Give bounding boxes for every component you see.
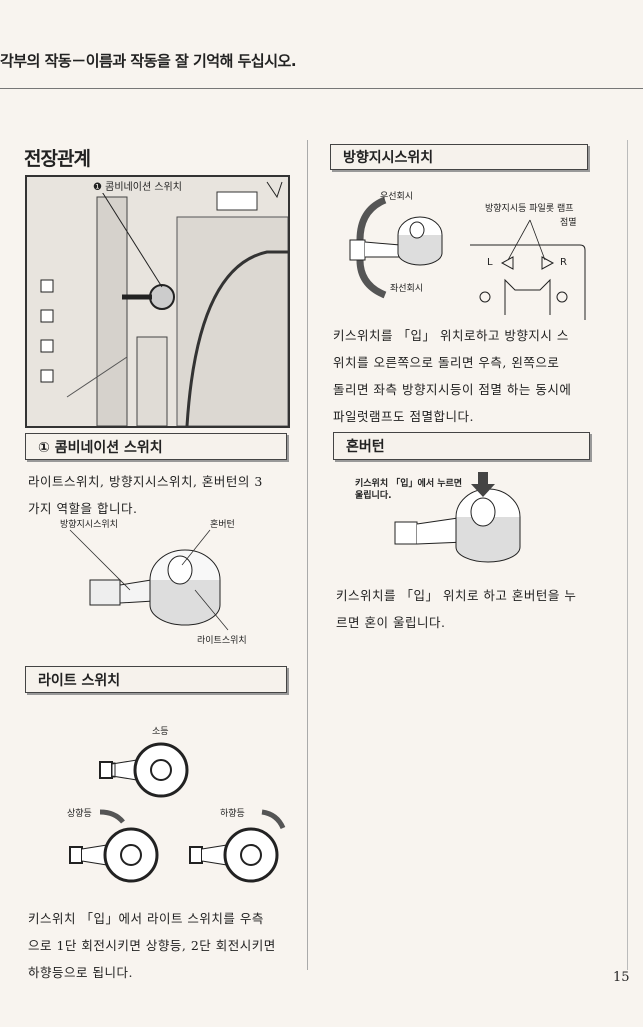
turn-switch-label: 방향지시스위치 (60, 520, 118, 530)
horn-button-heading: 혼버턴 (333, 432, 590, 460)
light-switch-diagram: 소등 상향등 하향등 (25, 720, 295, 900)
down-arrow-icon (471, 472, 495, 497)
pilot-lamp-label: 방향지시등 파일롯 램프 (485, 204, 574, 214)
dashboard-photo: ❶ 콤비네이션 스위치 (25, 175, 290, 428)
cw-turn-label: 우선회시 (380, 192, 414, 202)
turn-signal-heading: 방향지시스위치 (330, 144, 588, 170)
right-margin-line (627, 140, 628, 970)
horn-illustration (394, 472, 521, 563)
section-title: 전장관계 (24, 148, 91, 170)
text-line: 돌리면 좌측 방향지시등이 점멸 하는 동시에 (333, 382, 572, 397)
turn-signal-illustration (349, 196, 586, 320)
horn-press-label: 키스위치 「입」에서 누르면 (355, 479, 463, 489)
page-number: 15 (613, 970, 630, 985)
light-switch-illustration (69, 742, 286, 883)
arrow-icon (356, 196, 387, 241)
horn-text: 키스위치를 「입」 위치로 하고 혼버턴을 누 르면 혼이 울립니다. (336, 582, 611, 636)
header-divider (0, 88, 643, 89)
text-line: 가지 역할을 합니다. (28, 501, 138, 516)
column-divider (307, 140, 308, 970)
turn-signal-text: 키스위치를 「입」 위치로하고 방향지시 스 위치를 오른쪽으로 돌리면 우측,… (333, 322, 608, 430)
dashboard-illustration (40, 181, 289, 427)
turn-signal-diagram: 우선회시 좌선회시 방향지시등 파일롯 램프 점멸 L R (330, 185, 600, 320)
horn-button-label: 혼버턴 (210, 520, 235, 530)
combination-switch-diagram: 방향지시스위치 혼버턴 라이트스위치 (60, 515, 300, 650)
high-beam-label: 상향등 (67, 809, 92, 819)
page-header: 각부의 작동－이름과 작동을 잘 기억해 두십시오. (0, 52, 297, 70)
combination-switch-illustration (69, 529, 229, 631)
text-line: 라이트스위치, 방향지시스위치, 혼버턴의 3 (28, 474, 263, 489)
combination-switch-text: 라이트스위치, 방향지시스위치, 혼버턴의 3 가지 역할을 합니다. (28, 468, 298, 522)
arrow-icon (99, 809, 125, 824)
arrow-icon (356, 259, 387, 299)
light-switch-label: 라이트스위치 (197, 636, 247, 646)
low-beam-label: 하향등 (220, 809, 245, 819)
combination-switch-heading: ① 콤비네이션 스위치 (25, 433, 287, 460)
text-line: 하향등으로 됩니다. (28, 965, 133, 980)
small-lamp-label: 소등 (152, 727, 169, 737)
light-switch-text: 키스위치 「입」에서 라이트 스위치를 우측 으로 1단 회전시키면 상향등, … (28, 905, 303, 986)
blink-label: 점멸 (560, 218, 577, 228)
text-line: 키스위치 「입」에서 라이트 스위치를 우측 (28, 911, 264, 926)
text-line: 으로 1단 회전시키면 상향등, 2단 회전시키면 (28, 938, 276, 953)
arrow-icon (261, 809, 286, 830)
text-line: 키스위치를 「입」 위치로하고 방향지시 스 (333, 328, 569, 343)
ccw-turn-label: 좌선회시 (390, 284, 424, 294)
text-line: 파일럿램프도 점멸합니다. (333, 409, 474, 424)
text-line: 키스위치를 「입」 위치로 하고 혼버턴을 누 (336, 588, 577, 603)
horn-sounds-label: 울립니다. (355, 491, 392, 501)
right-indicator-label: R (560, 257, 567, 268)
left-indicator-label: L (487, 257, 493, 268)
photo-callout: ❶ 콤비네이션 스위치 (93, 178, 182, 193)
text-line: 르면 혼이 울립니다. (336, 615, 446, 630)
text-line: 위치를 오른쪽으로 돌리면 우측, 왼쪽으로 (333, 355, 560, 370)
light-switch-heading: 라이트 스위치 (25, 666, 287, 693)
horn-diagram: 키스위치 「입」에서 누르면 울립니다. (350, 472, 600, 582)
